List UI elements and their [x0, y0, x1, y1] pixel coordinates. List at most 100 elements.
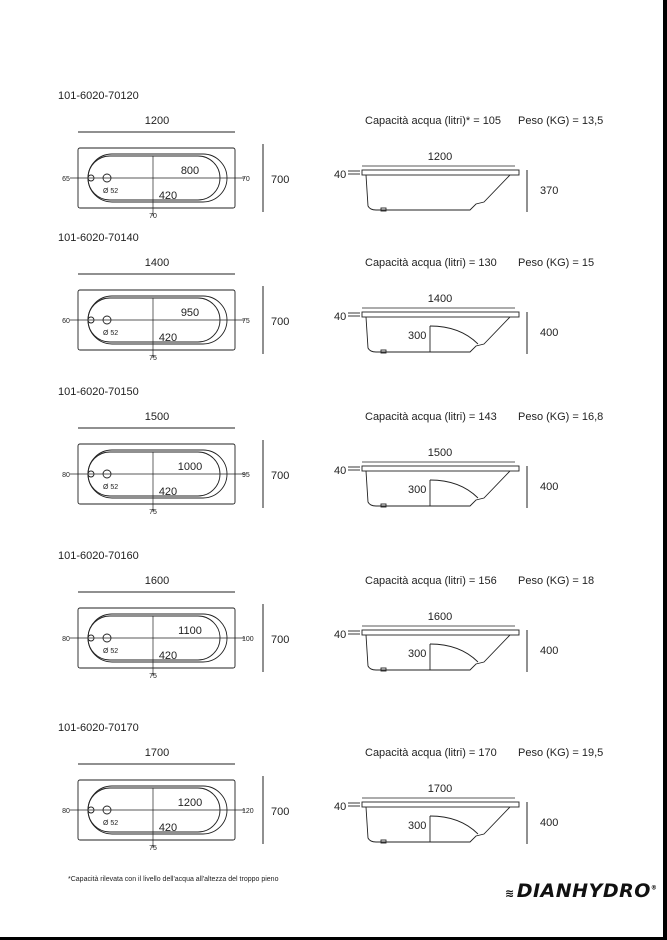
inner-width: 420: [159, 822, 177, 834]
drain-diameter: Ø 52: [103, 484, 118, 491]
inner-length: 1100: [178, 625, 202, 637]
waves-icon: ≋: [505, 887, 515, 900]
left-margin: 60: [62, 318, 70, 325]
rim-height: 40: [334, 311, 346, 323]
side-view: [348, 311, 520, 354]
weight: Peso (KG) = 15: [518, 257, 594, 269]
plan-view: [70, 147, 245, 216]
plan-length: 1200: [145, 115, 169, 127]
water-capacity: Capacità acqua (litri) = 143: [365, 411, 497, 423]
drain-diameter: Ø 52: [103, 648, 118, 655]
plan-width: 700: [271, 174, 289, 186]
model-code: 101-6020-70120: [58, 90, 139, 102]
inner-width: 420: [159, 332, 177, 344]
side-height: 370: [540, 185, 558, 197]
left-margin: 80: [62, 808, 70, 815]
right-margin: 100: [242, 636, 254, 643]
weight: Peso (KG) = 19,5: [518, 747, 603, 759]
seat-length: 300: [408, 648, 426, 660]
inner-length: 1200: [178, 797, 202, 809]
inner-length: 1000: [178, 461, 202, 473]
seat-length: 300: [408, 330, 426, 342]
right-margin: 120: [242, 808, 254, 815]
seat-length: 300: [408, 484, 426, 496]
drain-diameter: Ø 52: [103, 820, 118, 827]
water-capacity: Capacità acqua (litri) = 156: [365, 575, 497, 587]
drain-diameter: Ø 52: [103, 330, 118, 337]
left-margin: 80: [62, 636, 70, 643]
inner-length: 950: [181, 307, 199, 319]
left-margin: 80: [62, 472, 70, 479]
model-block: 101-6020-70140 1400 950 420 60 75 75 Ø 5…: [58, 232, 594, 362]
side-view: [348, 629, 520, 672]
plan-view: [70, 779, 245, 848]
model-block: 101-6020-70120 1200 800 420 65 70 70 Ø 5…: [58, 90, 603, 220]
plan-view: [70, 607, 245, 676]
side-height: 400: [540, 327, 558, 339]
side-length: 1400: [428, 293, 452, 305]
bottom-offset: 75: [149, 509, 157, 516]
side-height: 400: [540, 645, 558, 657]
model-code: 101-6020-70160: [58, 550, 139, 562]
brand-name: DIANHYDRO: [516, 880, 651, 902]
drain-icon: [102, 805, 112, 815]
model-code: 101-6020-70150: [58, 386, 139, 398]
plan-width: 700: [271, 470, 289, 482]
rim-height: 40: [334, 629, 346, 641]
seat-length: 300: [408, 820, 426, 832]
drain-icon: [102, 315, 112, 325]
plan-length: 1500: [145, 411, 169, 423]
footnote: *Capacità rilevata con il livello dell'a…: [68, 876, 279, 883]
water-capacity: Capacità acqua (litri)* = 105: [365, 115, 501, 127]
model-code: 101-6020-70170: [58, 722, 139, 734]
rim-height: 40: [334, 801, 346, 813]
right-margin: 70: [242, 176, 250, 183]
drain-diameter: Ø 52: [103, 188, 118, 195]
plan-view: [70, 289, 245, 358]
side-length: 1600: [428, 611, 452, 623]
plan-width: 700: [271, 634, 289, 646]
rim-height: 40: [334, 465, 346, 477]
plan-length: 1400: [145, 257, 169, 269]
right-margin: 75: [242, 318, 250, 325]
side-length: 1200: [428, 151, 452, 163]
plan-width: 700: [271, 806, 289, 818]
side-height: 400: [540, 817, 558, 829]
drain-icon: [102, 469, 112, 479]
page-border: [0, 937, 667, 940]
plan-view: [70, 443, 245, 512]
bottom-offset: 75: [149, 355, 157, 362]
weight: Peso (KG) = 18: [518, 575, 594, 587]
model-block: 101-6020-70170 1700 1200 420 80 120 75 Ø…: [58, 722, 603, 852]
brand-logo: ≋DIANHYDRO®: [505, 880, 658, 902]
weight: Peso (KG) = 16,8: [518, 411, 603, 423]
drain-icon: [102, 173, 112, 183]
left-margin: 65: [62, 176, 70, 183]
inner-width: 420: [159, 190, 177, 202]
plan-length: 1600: [145, 575, 169, 587]
bottom-offset: 75: [149, 845, 157, 852]
side-view: [348, 801, 520, 844]
page-border: [663, 0, 667, 940]
inner-width: 420: [159, 650, 177, 662]
model-code: 101-6020-70140: [58, 232, 139, 244]
right-margin: 95: [242, 472, 250, 479]
bottom-offset: 75: [149, 673, 157, 680]
inner-width: 420: [159, 486, 177, 498]
water-capacity: Capacità acqua (litri) = 170: [365, 747, 497, 759]
model-block: 101-6020-70160 1600 1100 420 80 100 75 Ø…: [58, 550, 594, 680]
rim-height: 40: [334, 169, 346, 181]
plan-length: 1700: [145, 747, 169, 759]
bottom-offset: 70: [149, 213, 157, 220]
water-capacity: Capacità acqua (litri) = 130: [365, 257, 497, 269]
side-length: 1500: [428, 447, 452, 459]
inner-length: 800: [181, 165, 199, 177]
side-height: 400: [540, 481, 558, 493]
side-length: 1700: [428, 783, 452, 795]
weight: Peso (KG) = 13,5: [518, 115, 603, 127]
model-block: 101-6020-70150 1500 1000 420 80 95 75 Ø …: [58, 386, 603, 516]
drain-icon: [102, 633, 112, 643]
plan-width: 700: [271, 316, 289, 328]
side-view: [348, 465, 520, 508]
side-view: [348, 169, 520, 212]
